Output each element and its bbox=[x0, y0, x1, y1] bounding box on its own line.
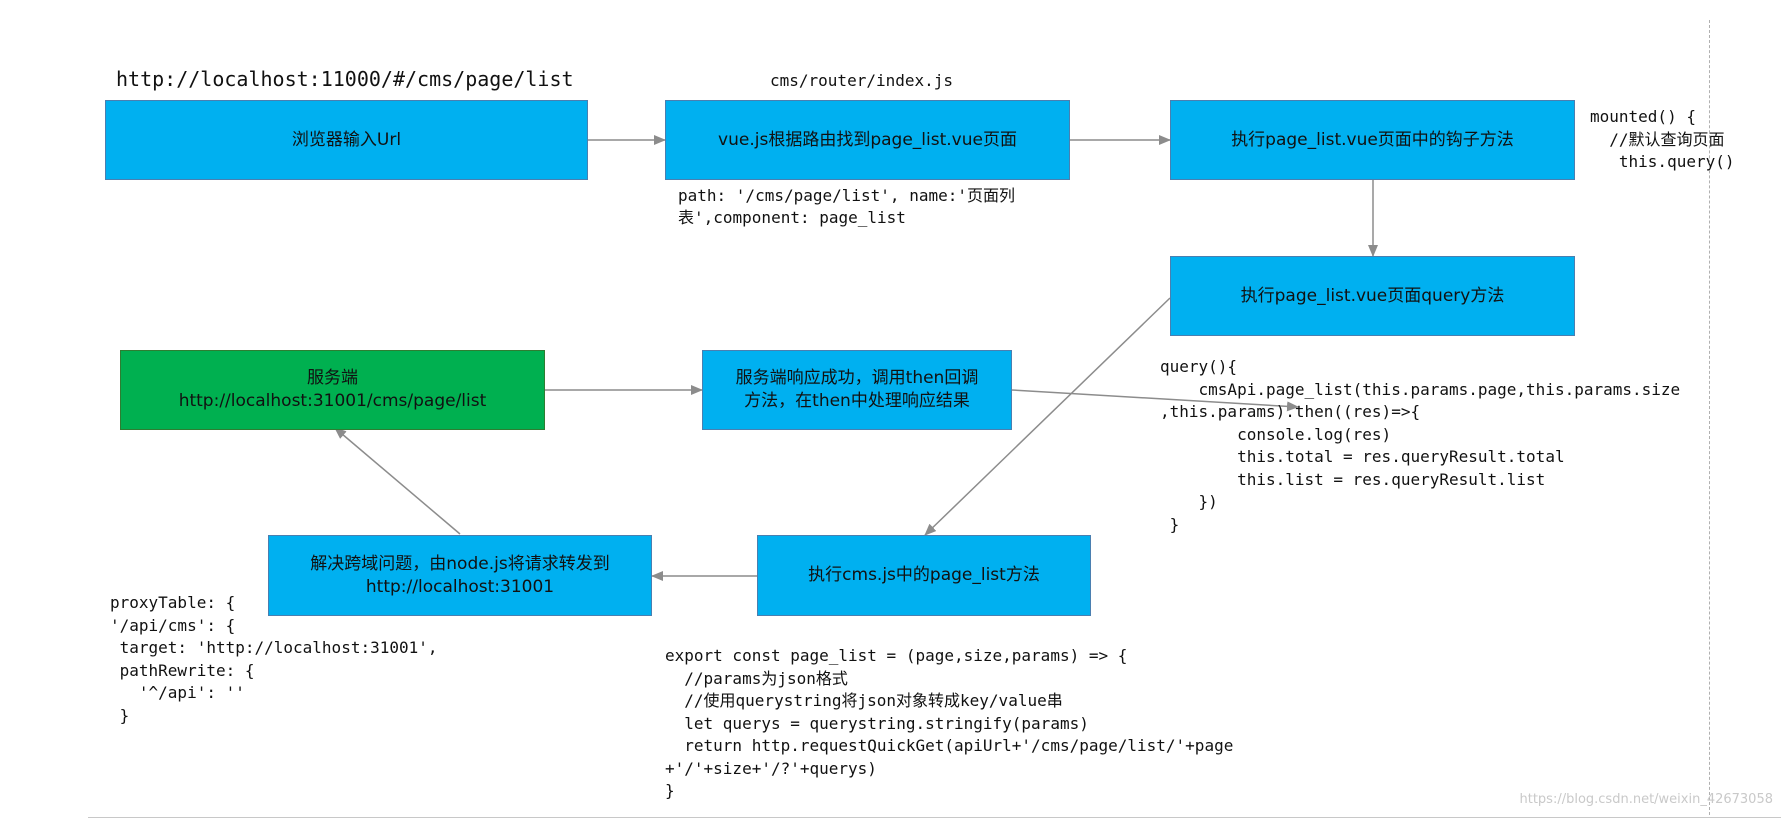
cors-proxy-label: 解决跨域问题，由node.js将请求转发到 http://localhost:3… bbox=[310, 553, 610, 597]
query-method-box: 执行page_list.vue页面query方法 bbox=[1170, 256, 1575, 336]
arrow-cors-to-server bbox=[334, 427, 461, 535]
proxy-table-code: proxyTable: { '/api/cms': { target: 'htt… bbox=[110, 593, 438, 725]
browser-url-box: 浏览器输入Url bbox=[105, 100, 588, 180]
hook-method-label: 执行page_list.vue页面中的钩子方法 bbox=[1231, 129, 1514, 150]
route-config-label: path: '/cms/page/list', name:'页面列 表',com… bbox=[678, 186, 1015, 227]
mounted-hook-code: mounted() { //默认查询页面 this.query() bbox=[1590, 107, 1735, 171]
url-label: http://localhost:11000/#/cms/page/list bbox=[116, 67, 574, 91]
watermark: https://blog.csdn.net/weixin_42673058 bbox=[1519, 792, 1773, 807]
hook-method-box: 执行page_list.vue页面中的钩子方法 bbox=[1170, 100, 1575, 180]
router-file-label: cms/router/index.js bbox=[770, 71, 954, 90]
vue-router-box: vue.js根据路由找到page_list.vue页面 bbox=[665, 100, 1070, 180]
vue-router-label: vue.js根据路由找到page_list.vue页面 bbox=[718, 129, 1017, 150]
response-label: 服务端响应成功，调用then回调 方法，在then中处理响应结果 bbox=[735, 368, 979, 411]
arrow-response-to-then bbox=[1011, 389, 1299, 412]
server-box: 服务端 http://localhost:31001/cms/page/list bbox=[120, 350, 545, 430]
browser-url-label: 浏览器输入Url bbox=[291, 129, 402, 150]
cors-proxy-box: 解决跨域问题，由node.js将请求转发到 http://localhost:3… bbox=[268, 535, 652, 616]
cms-js-box: 执行cms.js中的page_list方法 bbox=[757, 535, 1091, 616]
server-label: 服务端 http://localhost:31001/cms/page/list bbox=[178, 368, 487, 411]
bottom-rule bbox=[88, 817, 1781, 818]
query-function-code: query(){ cmsApi.page_list(this.params.pa… bbox=[1160, 357, 1681, 534]
dashed-divider bbox=[1709, 20, 1710, 815]
cms-js-label: 执行cms.js中的page_list方法 bbox=[808, 565, 1040, 585]
response-box: 服务端响应成功，调用then回调 方法，在then中处理响应结果 bbox=[702, 350, 1012, 430]
export-page-list-code: export const page_list = (page,size,para… bbox=[665, 646, 1234, 800]
arrow-query-to-cmsjs bbox=[924, 297, 1171, 536]
query-method-label: 执行page_list.vue页面query方法 bbox=[1240, 285, 1505, 306]
